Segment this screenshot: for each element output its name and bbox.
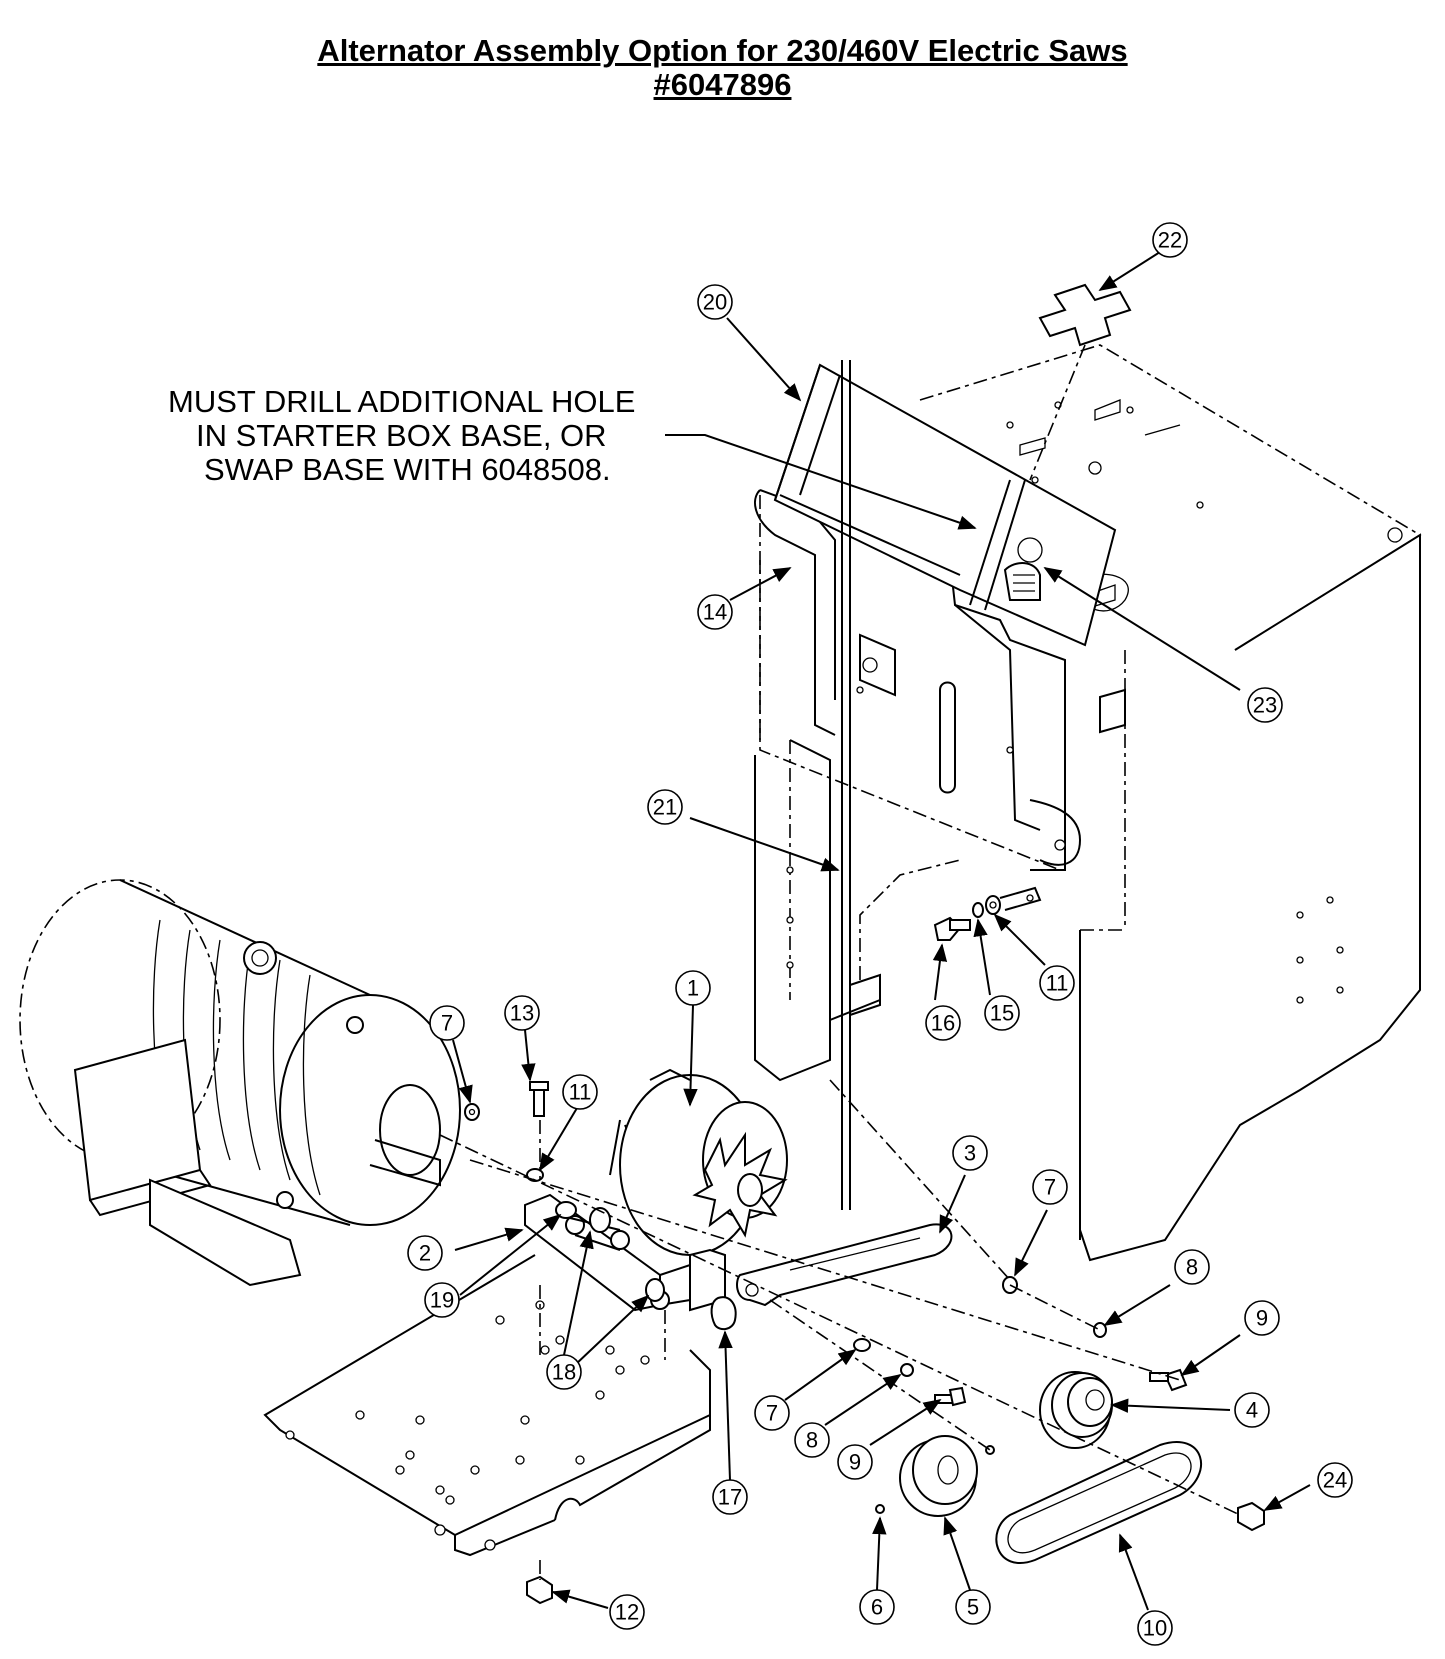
callout-8-right: 8 <box>1174 1249 1210 1285</box>
base-plate <box>263 1254 711 1557</box>
callout-7-right: 7 <box>1032 1169 1068 1205</box>
callout-16: 16 <box>925 1005 961 1041</box>
svg-text:3: 3 <box>964 1141 976 1166</box>
svg-text:6: 6 <box>871 1595 883 1620</box>
svg-text:11: 11 <box>569 1080 592 1105</box>
svg-text:14: 14 <box>703 600 727 625</box>
svg-text:13: 13 <box>510 1001 534 1026</box>
callout-9-lower: 9 <box>837 1444 873 1480</box>
callout-7-lower: 7 <box>754 1395 790 1431</box>
svg-text:24: 24 <box>1323 1468 1347 1493</box>
callout-6: 6 <box>859 1589 895 1625</box>
callout-15: 15 <box>984 995 1020 1031</box>
callout-8-lower: 8 <box>794 1422 830 1458</box>
svg-text:8: 8 <box>1186 1255 1198 1280</box>
svg-text:17: 17 <box>718 1485 742 1510</box>
svg-text:21: 21 <box>653 795 677 820</box>
svg-text:23: 23 <box>1253 693 1277 718</box>
saw-frame <box>919 344 1422 1262</box>
svg-text:9: 9 <box>849 1450 861 1475</box>
svg-text:16: 16 <box>931 1011 955 1036</box>
callout-14: 14 <box>697 594 733 630</box>
svg-text:4: 4 <box>1246 1398 1258 1423</box>
callout-9-right: 9 <box>1244 1300 1280 1336</box>
alternator <box>609 1068 788 1312</box>
callout-20: 20 <box>697 284 733 320</box>
note-line-2: IN STARTER BOX BASE, OR <box>196 418 607 453</box>
svg-text:7: 7 <box>441 1011 453 1036</box>
note-line-3: SWAP BASE WITH 6048508. <box>204 452 611 487</box>
callout-11-left: 11 <box>562 1074 598 1110</box>
svg-text:2: 2 <box>419 1241 431 1266</box>
callout-3: 3 <box>952 1135 988 1171</box>
callout-22: 22 <box>1152 222 1188 258</box>
callout-13: 13 <box>504 995 540 1031</box>
frame-leg <box>754 739 961 1082</box>
diagram-title: Alternator Assembly Option for 230/460V … <box>317 33 1128 68</box>
svg-text:19: 19 <box>430 1288 454 1313</box>
alignment-lines <box>439 560 1241 1580</box>
callout-19: 19 <box>424 1282 460 1318</box>
svg-text:20: 20 <box>703 290 727 315</box>
callout-10: 10 <box>1137 1610 1173 1646</box>
svg-text:11: 11 <box>1046 971 1069 996</box>
svg-text:7: 7 <box>766 1401 778 1426</box>
callout-21: 21 <box>647 789 683 825</box>
callout-2: 2 <box>407 1235 443 1271</box>
svg-text:10: 10 <box>1143 1616 1167 1641</box>
svg-text:15: 15 <box>990 1001 1014 1026</box>
svg-text:5: 5 <box>967 1595 979 1620</box>
callout-4: 4 <box>1234 1392 1270 1428</box>
callout-1: 1 <box>675 970 711 1006</box>
svg-text:12: 12 <box>615 1600 639 1625</box>
part-number: #6047896 <box>653 67 792 102</box>
callout-balloons: 1 2 3 4 5 6 7 7 7 8 8 9 9 10 11 11 12 13… <box>407 222 1353 1646</box>
cross-bracket <box>1029 283 1132 481</box>
svg-text:7: 7 <box>1044 1175 1056 1200</box>
svg-text:1: 1 <box>687 976 699 1001</box>
electric-motor <box>19 879 461 1287</box>
rod <box>841 360 851 1210</box>
callout-17: 17 <box>712 1479 748 1515</box>
adjuster-arm <box>736 1223 953 1307</box>
callout-18: 18 <box>546 1354 582 1390</box>
callout-5: 5 <box>955 1589 991 1625</box>
callout-7-left: 7 <box>429 1005 465 1041</box>
svg-text:8: 8 <box>806 1428 818 1453</box>
callout-24: 24 <box>1317 1462 1353 1498</box>
svg-text:22: 22 <box>1158 228 1182 253</box>
note-line-1: MUST DRILL ADDITIONAL HOLE <box>168 384 636 419</box>
svg-text:9: 9 <box>1256 1306 1268 1331</box>
svg-text:18: 18 <box>552 1360 576 1385</box>
callout-11-right: 11 <box>1039 965 1075 1001</box>
callout-23: 23 <box>1247 687 1283 723</box>
callout-12: 12 <box>609 1594 645 1630</box>
leader-lines <box>452 251 1311 1611</box>
starter-box <box>773 363 1117 647</box>
